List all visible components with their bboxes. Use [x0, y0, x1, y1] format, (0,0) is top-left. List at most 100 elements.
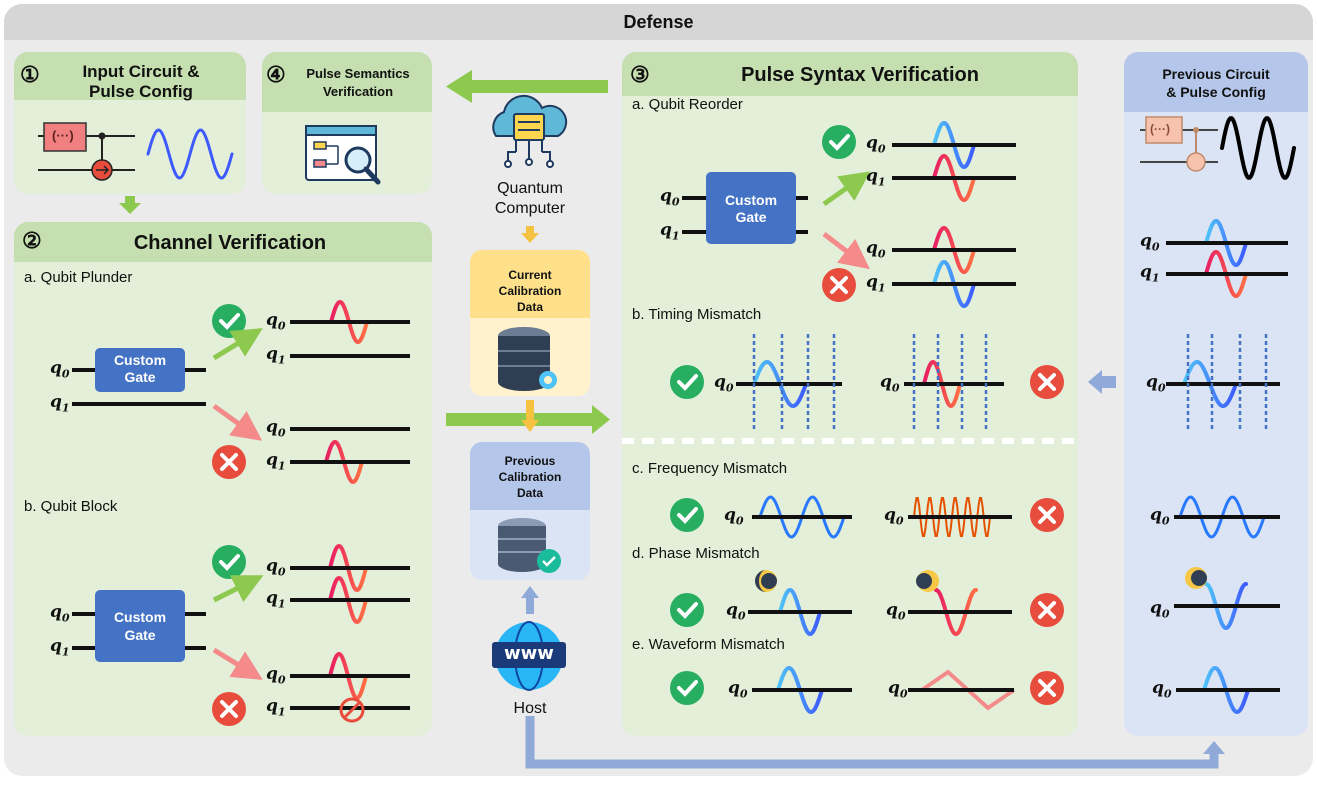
check-icon [822, 125, 856, 159]
cross-mark [1038, 506, 1056, 524]
plunder-gate-text-2: Gate [124, 369, 156, 385]
qubit-letter: q [660, 186, 672, 206]
pulse-wave [146, 128, 234, 180]
qubit-letter: q [266, 417, 278, 437]
waveform-mismatch-label: e. Waveform Mismatch [632, 636, 785, 653]
qubit-index: 0 [725, 381, 734, 395]
check-icon [670, 498, 704, 532]
qubit-label-q0: q0 [1146, 372, 1166, 394]
check-icon [212, 545, 246, 579]
branch-arrow [212, 328, 263, 361]
qubit-letter: q [866, 166, 878, 186]
qubit-letter: q [866, 272, 878, 292]
check-mark [677, 602, 698, 619]
previous-gate-symbol: (···) [1150, 122, 1170, 136]
current-calibration-database-icon [498, 327, 557, 391]
phase-mismatch-label: d. Phase Mismatch [632, 545, 760, 562]
qubit-letter: q [266, 588, 278, 608]
previous-calibration-label-1: Previous [504, 454, 556, 468]
qubit-index: 0 [877, 142, 886, 156]
qubit-label-q0: q0 [884, 505, 904, 527]
qubit-index: 0 [877, 247, 886, 261]
qubit-letter: q [50, 602, 62, 622]
qubit-index: 0 [277, 673, 286, 687]
input-gate-symbol: (···) [52, 128, 74, 143]
channel-panel [14, 222, 432, 736]
cross-mark [1038, 679, 1056, 697]
syntax-panel-title: Pulse Syntax Verification [741, 64, 979, 86]
qubit-label-q0: q0 [880, 372, 900, 394]
cross-mark [1038, 373, 1056, 391]
reorder-gate-text-1: Custom [724, 192, 778, 208]
qubit-index: 1 [61, 401, 70, 415]
qubit-label-q0: q0 [726, 600, 746, 622]
qubit-label-q0: q0 [50, 358, 70, 380]
previous-panel-title-1: Previous Circuit [1162, 66, 1270, 82]
www-label: www [504, 643, 554, 664]
qubit-label-q0: q0 [266, 556, 286, 578]
qubit-letter: q [888, 678, 900, 698]
custom-gate-plunder [72, 348, 206, 406]
qubit-label-q0: q0 [1152, 678, 1172, 700]
custom-gate-block [72, 590, 206, 662]
qubit-label-q0: q0 [660, 186, 680, 208]
qubit-letter: q [880, 372, 892, 392]
qubit-label-q1: q1 [50, 636, 70, 658]
qubit-index: 1 [671, 229, 680, 243]
check-mark [677, 507, 698, 524]
qubit-label-q0: q0 [1150, 505, 1170, 527]
qubit-letter: q [884, 505, 896, 525]
current-calibration-label-3: Data [516, 300, 543, 314]
qubit-index: 0 [277, 426, 286, 440]
host-label: Host [513, 700, 547, 717]
qubit-index: 1 [61, 645, 70, 659]
semantics-panel [262, 52, 432, 194]
arrow-previous-to-syntax [1088, 370, 1116, 394]
semantics-verification-icon [305, 125, 381, 185]
qubit-label-q0: q0 [888, 678, 908, 700]
check-icon [670, 365, 704, 399]
quantum-computer-label-1: Quantum [497, 180, 563, 197]
pulse-wave [1220, 116, 1296, 180]
syntax-step-number: ③ [630, 62, 650, 87]
check-mark [219, 313, 240, 330]
check-mark [219, 554, 240, 571]
qubit-letter: q [1152, 678, 1164, 698]
cross-mark [1038, 601, 1056, 619]
qubit-index: 0 [1163, 687, 1172, 701]
previous-circuit-icon [1140, 116, 1218, 172]
check-mark [677, 680, 698, 697]
qubit-letter: q [724, 505, 736, 525]
qubit-letter: q [266, 450, 278, 470]
qubit-label-q0: q0 [1150, 598, 1170, 620]
qubit-index: 0 [1157, 381, 1166, 395]
www-globe-icon [492, 621, 566, 691]
pulse-wave [1204, 582, 1248, 631]
arrow-host-to-previous-cal [521, 586, 539, 614]
qubit-index: 0 [1151, 240, 1160, 254]
qubit-label-q1: q1 [266, 588, 286, 610]
qubit-letter: q [726, 600, 738, 620]
cross-mark [220, 700, 238, 718]
branch-arrow [822, 171, 871, 207]
phase-moon-icon-1 [755, 570, 777, 592]
qubit-index: 1 [277, 353, 286, 367]
qubit-letter: q [1140, 231, 1152, 251]
current-calibration-label-1: Current [508, 268, 552, 282]
semantics-panel-title-1: Pulse Semantics [306, 66, 410, 81]
qubit-letter: q [266, 310, 278, 330]
qubit-index: 1 [277, 459, 286, 473]
previous-calibration-label-2: Calibration [498, 470, 562, 484]
qubit-letter: q [660, 220, 672, 240]
input-circuit-icon [38, 122, 135, 181]
pulse-wave [934, 588, 978, 637]
qubit-reorder-label: a. Qubit Reorder [632, 96, 743, 113]
qubit-label-q0: q0 [886, 600, 906, 622]
arrow-current-to-previous-cal [521, 400, 539, 432]
qubit-index: 0 [671, 195, 680, 209]
input-step-number: ① [20, 62, 40, 87]
qubit-letter: q [266, 664, 278, 684]
qubit-block-label: b. Qubit Block [24, 498, 118, 515]
qubit-index: 0 [277, 319, 286, 333]
